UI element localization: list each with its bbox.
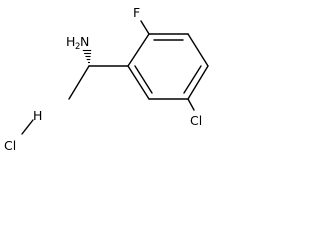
hashed-wedge-bond: [82, 49, 92, 64]
amine-group-label: H 2 N: [66, 34, 89, 52]
benzene-ring: [127, 33, 209, 100]
bond-to-fluorine: [140, 20, 150, 35]
bond-to-chlorine: [187, 98, 195, 111]
fluorine-label: F: [133, 5, 140, 20]
hcl-chlorine-label: Cl: [4, 138, 16, 153]
amine-hydrogen-label: H: [66, 34, 75, 49]
hcl-hydrogen-label: H: [33, 108, 42, 123]
ring-bond-c3-c4: [187, 33, 209, 67]
ring-double-bond-c6-c1: [134, 65, 153, 94]
chemical-structure-drawing: F Cl H 2 N H Cl: [4, 5, 209, 153]
ring-bond-c4-c5: [187, 65, 209, 100]
bond-hcl: [21, 119, 34, 135]
chlorine-label: Cl: [190, 113, 202, 128]
ring-bond-c6-c1: [127, 65, 150, 100]
ring-bond-c1-c2: [127, 33, 150, 67]
hydrochloride-label: H Cl: [4, 108, 42, 153]
amine-subscript-label: 2: [75, 42, 80, 52]
ring-double-bond-c4-c5: [183, 65, 202, 94]
bond-chiral-carbon-to-methyl: [68, 65, 90, 100]
amine-nitrogen-label: N: [80, 34, 89, 49]
